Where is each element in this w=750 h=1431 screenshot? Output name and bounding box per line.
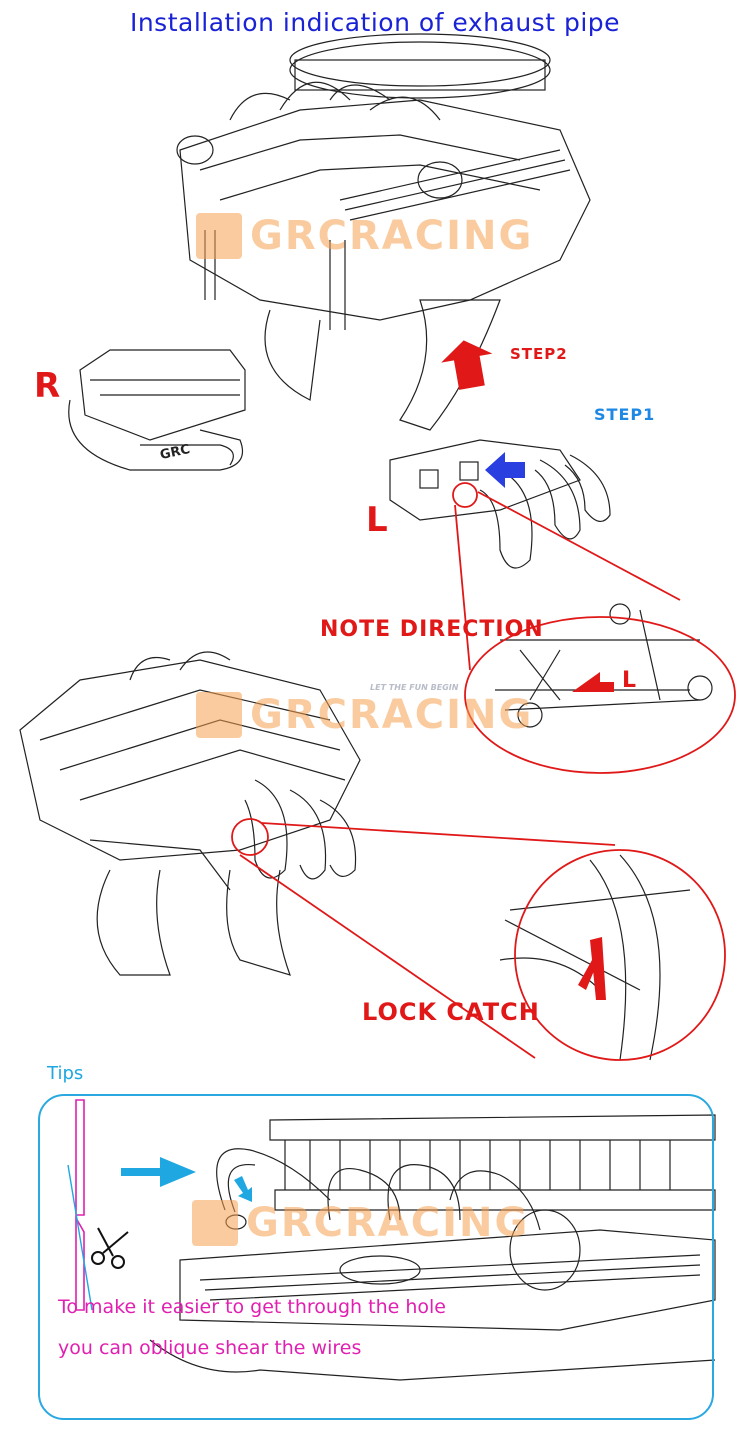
label-note-direction: NOTE DIRECTION [320,617,544,642]
note-direction-source-circle [452,482,478,508]
lock-catch-magnifier [514,849,726,1061]
lock-catch-marker [578,937,606,1000]
callout-lines [231,482,736,1061]
label-left-part: L [366,500,388,540]
tip-line-1: To make it easier to get through the hol… [58,1296,446,1318]
right-exhaust-part [68,349,246,471]
tip-line-2: you can oblique shear the wires [58,1337,362,1359]
note-direction-magnifier [464,616,736,774]
wire-cut-diagram [67,1099,93,1311]
watermark-tips: GRCRACING [192,1200,529,1246]
watermark-tagline: LET THE FUN BEGIN [370,683,459,692]
scissors-icon [91,1227,129,1269]
watermark-middle: GRCRACING [196,692,533,738]
tips-heading: Tips [47,1063,84,1084]
tips-down-arrow-icon [234,1176,252,1202]
step1-arrow-icon [485,452,525,488]
tips-right-arrow-icon [121,1157,196,1187]
brand-logo-icon [196,692,242,738]
label-right-part: R [34,366,61,406]
watermark-top: GRCRACING [196,213,533,259]
brand-logo-icon [192,1200,238,1246]
lock-catch-source-circle [231,818,269,856]
label-step1: STEP1 [594,405,656,424]
label-lock-catch: LOCK CATCH [362,998,540,1026]
lock-catch-detail-art [499,854,691,1061]
engine-tips-illustration [149,1114,716,1381]
page-title: Installation indication of exhaust pipe [129,8,621,37]
tips-box [38,1094,714,1420]
note-direction-detail-art [495,603,713,728]
direction-marking-l: L [622,668,637,693]
left-exhaust-part [389,439,611,569]
step2-arrow-icon [441,340,493,390]
direction-arrow-marker [572,672,614,692]
engine-top-illustration [176,33,591,431]
brand-logo-icon [196,213,242,259]
label-step2: STEP2 [510,345,568,363]
